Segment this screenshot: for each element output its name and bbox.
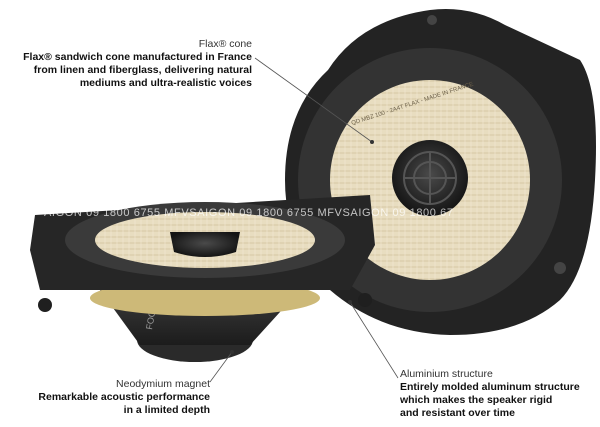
callout-aluminium-structure: Aluminium structure Entirely molded alum… (400, 368, 600, 420)
callout-title: Aluminium structure (400, 368, 493, 380)
leader-lines (209, 57, 399, 383)
callout-desc-line: Remarkable acoustic performance (38, 391, 210, 403)
foot (38, 298, 52, 312)
tweeter-grille (403, 151, 457, 205)
callout-desc-line: and resistant over time (400, 407, 515, 419)
callout-desc-line: in a limited depth (123, 404, 210, 416)
foot (358, 293, 372, 307)
callout-desc-line: from linen and fiberglass, delivering na… (33, 64, 252, 76)
leader-line-cone (254, 57, 373, 143)
callout-title: Flax® cone (198, 38, 252, 50)
leader-dot-magnet (230, 350, 234, 354)
callout-desc-line: Entirely molded aluminum structure (400, 381, 580, 393)
leader-dot-structure (348, 300, 352, 304)
callout-desc-line: Flax® sandwich cone manufactured in Fran… (23, 51, 252, 63)
callout-flax-cone: Flax® cone Flax® sandwich cone manufactu… (0, 38, 252, 90)
callout-title: Neodymium magnet (116, 378, 210, 390)
leader-line-magnet (209, 351, 233, 383)
leader-line-structure (349, 301, 399, 379)
callout-desc-line: which makes the speaker rigid (400, 394, 553, 406)
callout-neodymium-magnet: Neodymium magnet Remarkable acoustic per… (0, 378, 210, 417)
leader-dot-cone (370, 140, 374, 144)
left-speaker-tweeter (170, 232, 240, 257)
callout-desc-line: mediums and ultra-realistic voices (79, 77, 252, 89)
watermark: AIGON 09 1800 6755 MFVSAIGON 09 1800 675… (44, 207, 454, 219)
mounting-lug (554, 262, 566, 274)
mounting-lug (427, 15, 437, 25)
left-speaker: FOCAL (30, 195, 375, 362)
